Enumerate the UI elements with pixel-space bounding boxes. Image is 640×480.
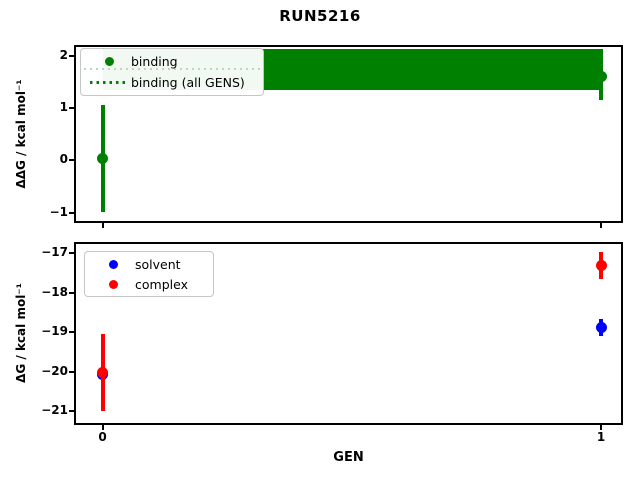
legend-sample <box>91 279 135 289</box>
y-tick-label: −21 <box>41 402 68 417</box>
x-tick-label: 0 <box>98 430 107 444</box>
x-tick-label: 1 <box>596 430 606 444</box>
x-tick <box>101 425 104 430</box>
legend-label-solvent: solvent <box>135 256 181 272</box>
x-axis-label: GEN <box>333 450 364 465</box>
legend-label-complex: complex <box>135 276 188 292</box>
y-tick <box>69 106 74 109</box>
y-tick <box>69 211 74 214</box>
all-gens-dotted-line-showthrough <box>84 68 260 70</box>
y-tick <box>69 291 74 294</box>
y-tick-label: 0 <box>59 152 68 167</box>
top-legend: binding binding (all GENS) <box>80 48 264 96</box>
bottom-legend: solvent complex <box>84 251 214 297</box>
legend-sample <box>87 81 131 84</box>
y-tick-label: 1 <box>59 99 68 114</box>
legend-item-complex: complex <box>91 274 207 294</box>
legend-sample <box>91 259 135 269</box>
data-point-complex-gen1 <box>595 259 607 271</box>
y-tick <box>69 54 74 57</box>
y-tick-label: −20 <box>41 363 68 378</box>
y-tick <box>69 370 74 373</box>
x-tick <box>600 425 602 430</box>
x-tick <box>600 223 602 228</box>
binding-marker-icon <box>104 57 114 66</box>
y-tick-label: −17 <box>41 245 68 260</box>
y-tick-label: −18 <box>41 284 68 299</box>
bottom-axes <box>74 242 623 425</box>
legend-item-solvent: solvent <box>91 254 207 274</box>
legend-item-binding-all-gens: binding (all GENS) <box>87 72 257 93</box>
binding-all-gens-dotted-line-icon <box>90 81 128 84</box>
y-tick <box>69 159 74 162</box>
solvent-marker-icon <box>108 259 118 269</box>
bottom-y-axis-label: ΔG / kcal mol⁻¹ <box>14 283 28 383</box>
y-tick-label: −1 <box>49 204 68 219</box>
y-tick <box>69 252 74 255</box>
data-point-binding-gen0 <box>97 153 108 165</box>
x-tick <box>101 223 104 228</box>
plot-title: RUN5216 <box>279 7 361 25</box>
complex-marker-icon <box>108 279 118 289</box>
y-tick-label: 2 <box>59 47 68 62</box>
top-y-axis-label: ΔΔG / kcal mol⁻¹ <box>14 79 28 189</box>
legend-label-binding: binding <box>131 54 178 69</box>
y-tick <box>69 409 74 412</box>
y-tick <box>69 331 74 334</box>
legend-item-binding: binding <box>87 51 257 72</box>
data-point-complex-gen0 <box>97 367 108 379</box>
top-axes <box>74 45 623 223</box>
y-tick-label: −19 <box>41 324 68 339</box>
legend-sample <box>87 57 131 66</box>
data-point-solvent-gen1 <box>595 321 607 333</box>
legend-label-binding-all-gens: binding (all GENS) <box>131 75 245 90</box>
